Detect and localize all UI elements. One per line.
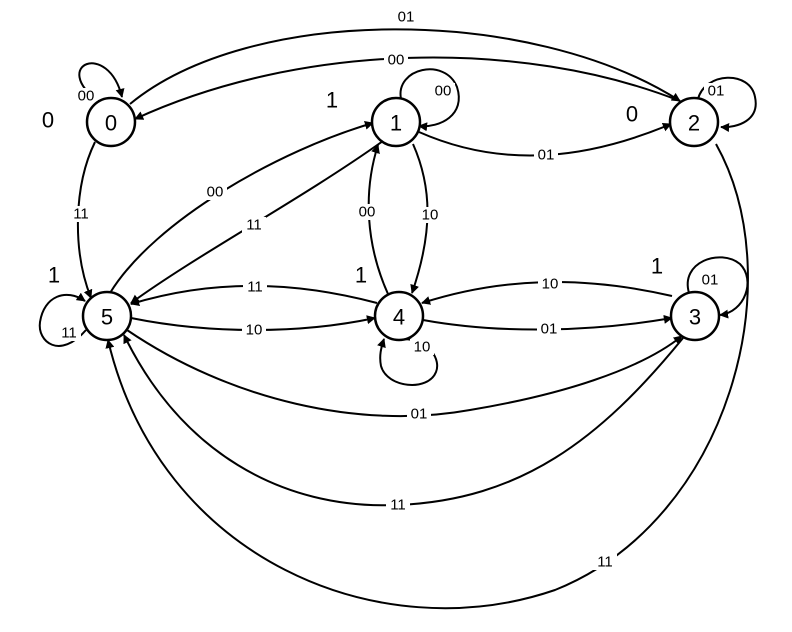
- transition-arrow: [38, 292, 87, 347]
- state-label: 1: [390, 111, 402, 136]
- transition-label: 10: [542, 276, 559, 293]
- transition-label: 00: [435, 83, 452, 100]
- state-circle: [85, 96, 137, 148]
- state-output-label: 1: [326, 88, 338, 113]
- transition-label-background: [203, 184, 227, 200]
- transition-label: 00: [78, 88, 95, 105]
- transition-label-background: [593, 554, 617, 570]
- state-circle: [373, 290, 425, 342]
- state-label: 3: [689, 305, 701, 330]
- transition-label-background: [537, 321, 561, 337]
- state-node-5: 51: [48, 263, 133, 342]
- transition-label: 01: [708, 83, 725, 100]
- state-label: 5: [101, 305, 113, 330]
- transition-label-background: [534, 147, 558, 163]
- transition-label-background: [431, 83, 455, 99]
- transition-3-to-4: 10: [421, 276, 673, 305]
- transition-label-background: [384, 52, 408, 68]
- state-circle: [370, 96, 422, 148]
- transition-label: 01: [398, 9, 415, 26]
- state-output-label: 1: [355, 263, 367, 288]
- transition-label-background: [704, 83, 728, 99]
- transition-label-background: [74, 88, 98, 104]
- transition-label: 11: [247, 279, 263, 296]
- transition-4-to-3: 01: [422, 314, 673, 338]
- transition-0-to-5: 11: [69, 141, 96, 299]
- state-circle: [668, 96, 720, 148]
- transition-label: 01: [538, 147, 555, 164]
- state-label: 0: [105, 111, 117, 136]
- state-circle: [669, 290, 721, 342]
- state-output-label: 0: [626, 102, 638, 127]
- state-output-label: 1: [651, 254, 663, 279]
- transition-label: 00: [207, 184, 224, 201]
- transition-5-to-1: 00: [109, 120, 374, 294]
- transition-5-to-5: 11: [38, 292, 87, 347]
- transition-2-to-0: 00: [134, 52, 681, 120]
- transition-arrow: [686, 256, 749, 319]
- transition-label-background: [242, 217, 266, 233]
- state-label: 4: [393, 305, 405, 330]
- state-node-4: 41: [355, 263, 425, 342]
- transition-label: 10: [414, 339, 431, 356]
- transition-label: 10: [422, 207, 439, 224]
- transition-label: 11: [61, 325, 77, 342]
- transition-arrow: [123, 334, 684, 507]
- transition-arrow: [126, 329, 683, 418]
- transition-label-background: [538, 276, 562, 292]
- transition-arrow: [105, 143, 749, 610]
- transition-4-to-4: 10: [377, 338, 439, 386]
- transition-label-background: [243, 279, 267, 295]
- state-node-3: 31: [651, 254, 721, 342]
- transition-1-to-5: 11: [130, 140, 384, 304]
- transition-label: 00: [388, 52, 405, 69]
- transition-label-background: [698, 272, 722, 288]
- transition-4-to-5: 11: [130, 279, 378, 306]
- state-node-1: 11: [326, 88, 422, 148]
- transition-label-background: [242, 322, 266, 338]
- transition-label: 11: [73, 206, 89, 223]
- transition-label-background: [407, 406, 431, 422]
- transition-label: 11: [390, 497, 406, 514]
- transition-arrow: [134, 56, 681, 120]
- transition-1-to-4: 10: [410, 143, 442, 294]
- transition-4-to-1: 00: [355, 144, 389, 295]
- state-output-label: 1: [48, 263, 60, 288]
- transition-label: 10: [246, 322, 263, 339]
- transition-5-to-4: 10: [130, 315, 376, 339]
- state-label: 2: [688, 111, 700, 136]
- transition-3-to-5: 11: [123, 334, 684, 514]
- transition-0-to-2: 01: [129, 9, 681, 105]
- transition-label: 01: [702, 272, 719, 289]
- transition-label-background: [394, 9, 418, 25]
- transition-label: 00: [359, 204, 376, 221]
- transition-2-to-2: 01: [697, 76, 757, 132]
- transition-arrow: [129, 28, 681, 105]
- transition-label: 01: [541, 321, 558, 338]
- transition-label: 11: [246, 217, 262, 234]
- transition-label-background: [386, 497, 410, 513]
- transition-label: 01: [411, 406, 428, 423]
- transition-1-to-1: 00: [399, 68, 460, 132]
- state-output-label: 0: [42, 108, 54, 133]
- transition-0-to-0: 00: [74, 62, 125, 105]
- edges-layer: 0001110001101100011101101100011011000110…: [38, 9, 757, 610]
- transition-label: 11: [597, 554, 613, 571]
- transition-label-background: [57, 325, 81, 341]
- transition-label-background: [410, 339, 434, 355]
- transition-label-background: [69, 206, 93, 222]
- state-node-2: 20: [626, 96, 720, 148]
- state-circle: [81, 290, 133, 342]
- transition-arrow: [399, 68, 460, 132]
- transition-5-to-3: 01: [126, 329, 683, 423]
- state-node-0: 00: [42, 96, 137, 148]
- transition-1-to-2: 01: [418, 122, 672, 164]
- transition-label-background: [355, 204, 379, 220]
- transition-label-background: [418, 207, 442, 223]
- transition-2-to-5: 11: [105, 143, 749, 610]
- transition-arrow: [109, 120, 374, 294]
- transition-3-to-3: 01: [686, 256, 749, 319]
